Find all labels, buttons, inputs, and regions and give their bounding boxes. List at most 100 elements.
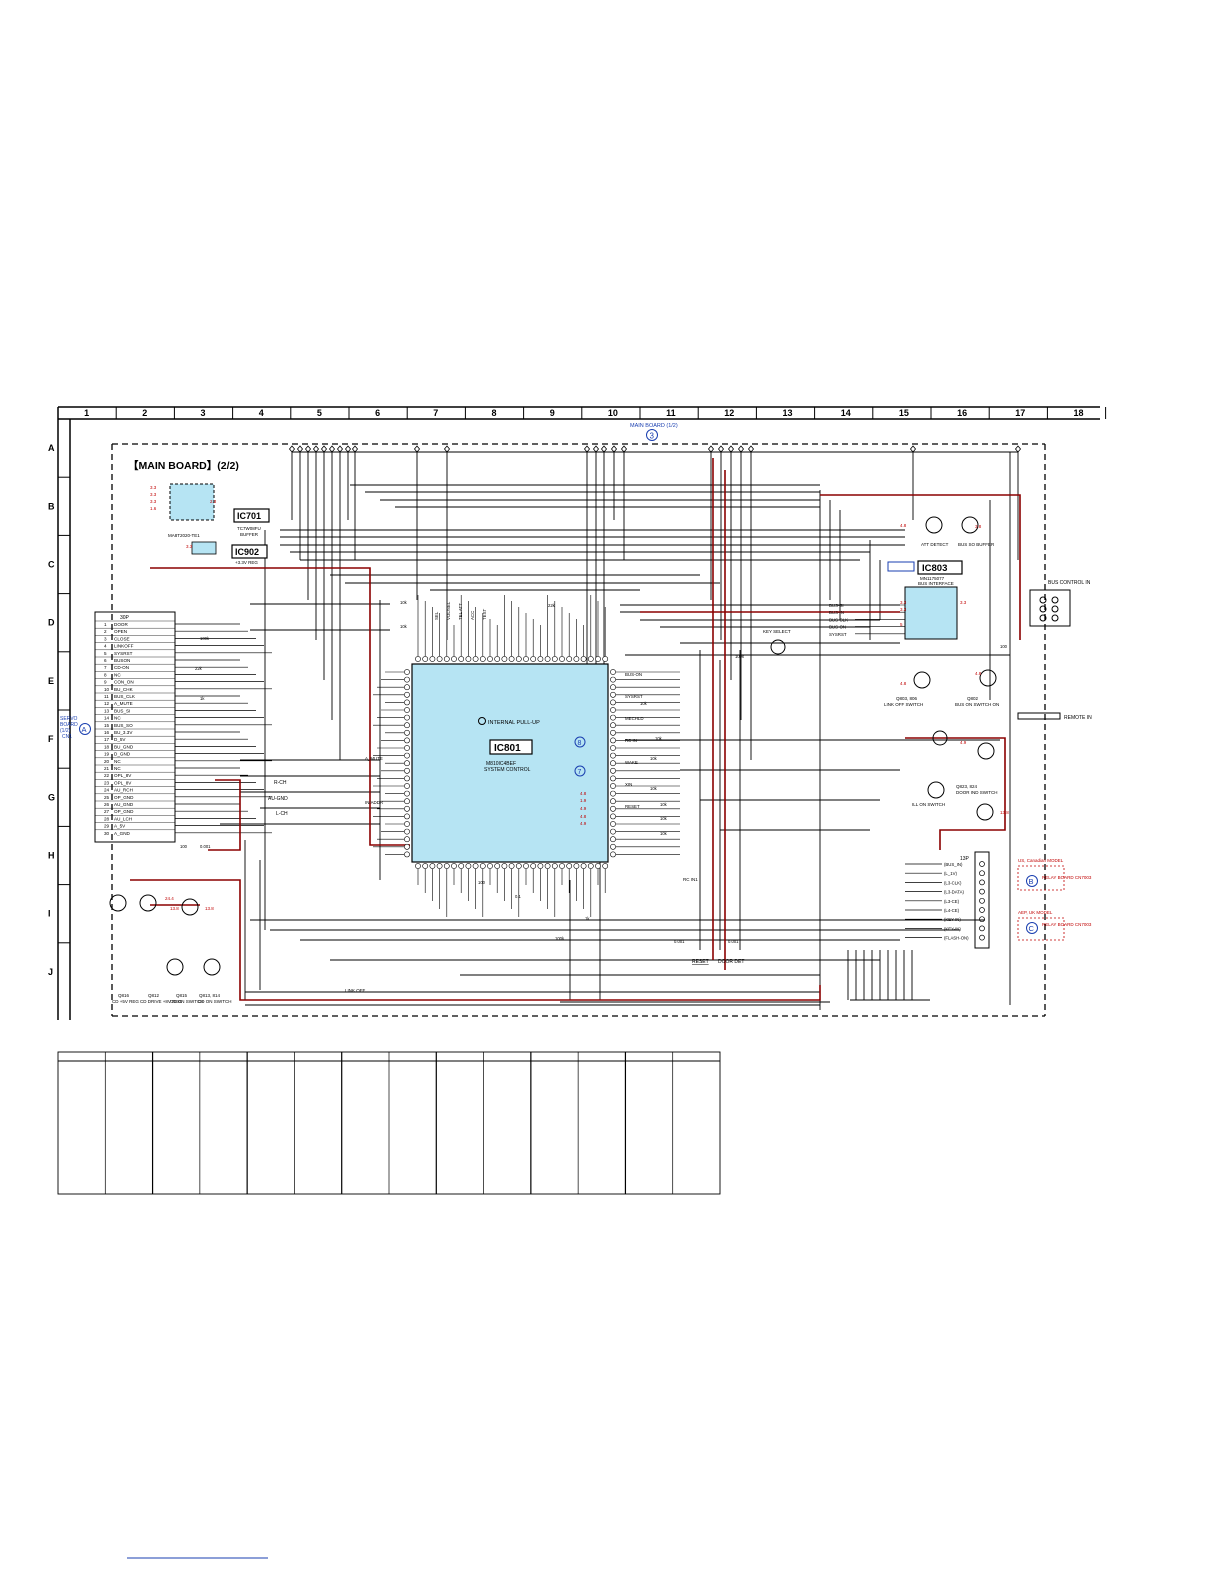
row-label: B — [48, 501, 55, 511]
ic801-net-label: SEL — [434, 611, 439, 620]
column-label: 17 — [1015, 408, 1025, 418]
svg-text:DOOR DET: DOOR DET — [718, 959, 744, 965]
ic801-note: INTERNAL PULL-UP — [488, 720, 540, 726]
ic801-net-label: TEL ATT — [458, 603, 463, 620]
component-value: 10k — [660, 802, 668, 807]
column-label: 16 — [957, 408, 967, 418]
connector-pin-name: A_5V — [114, 824, 126, 829]
connector-left-header: 30P — [120, 615, 130, 621]
svg-text:Q823, 824: Q823, 824 — [956, 784, 978, 789]
voltage-annotation: 13.8 — [1000, 810, 1009, 815]
remote-in-jack: REMOTE IN — [1017, 712, 1092, 721]
column-label: 8 — [492, 408, 497, 418]
connector-pin-number: 10 — [104, 687, 110, 692]
connector-pin-number: 9 — [104, 680, 107, 685]
voltage-annotation: 3.3 — [960, 600, 967, 605]
svg-text:AEP, UK MODEL: AEP, UK MODEL — [1018, 910, 1053, 915]
column-label: 7 — [433, 408, 438, 418]
bottom-left-transistors: Q816 CD +5V REG Q812 CD DRIVE +8V REG Q8… — [109, 894, 232, 1004]
servo-ref-letter: A — [82, 725, 87, 734]
ic801-net-label: WAKE — [625, 760, 638, 765]
row-label: J — [48, 967, 53, 977]
connector-pin-name: BUS_SI — [114, 708, 130, 713]
svg-text:BUS CONTROL IN: BUS CONTROL IN — [1048, 580, 1091, 586]
ic803-pin-label: BUS-IN — [829, 610, 844, 615]
connector-pin-number: 4 — [104, 644, 107, 649]
svg-text:B: B — [1029, 877, 1034, 886]
connector-pin-number: 24 — [104, 788, 110, 793]
ic803-ref: IC803 — [922, 563, 947, 574]
connector-pin-name: CON_ON — [114, 680, 134, 685]
connector-pin-name: SYSRST — [114, 651, 133, 656]
svg-text:CD +5V REG: CD +5V REG — [112, 999, 139, 1004]
component-value: 10k — [655, 736, 663, 741]
component-value: 0.001 — [674, 939, 685, 944]
svg-text:8: 8 — [578, 740, 582, 747]
voltage-annotation: 3.3 — [900, 607, 907, 612]
voltage-annotation: 3.3 — [186, 544, 193, 549]
component-value: 10k — [660, 816, 668, 821]
svg-text:DOOR IND SWITCH: DOOR IND SWITCH — [956, 790, 998, 795]
component-value: 100 — [1000, 644, 1008, 649]
component-value: 1k — [585, 916, 590, 921]
connector-pin-name: CD-ON — [114, 665, 129, 670]
voltage-annotation: 3.8 — [975, 524, 982, 529]
voltage-annotation: 24.4 — [165, 896, 174, 901]
column-label: 1 — [84, 408, 89, 418]
column-label: 18 — [1074, 408, 1084, 418]
servo-ref-circle — [79, 723, 91, 735]
column-label: 3 — [201, 408, 206, 418]
row-label: H — [48, 851, 55, 861]
ic803-pin-label: SYSRST — [829, 632, 847, 637]
ic902-ref: IC902 — [235, 547, 259, 557]
connector-pin-number: 3 — [104, 636, 107, 641]
connector-right-pin: (FLASH-ON) — [944, 936, 969, 941]
ic803-pin-label: BUS-CLK — [829, 617, 848, 622]
relay-c-box — [1017, 917, 1065, 941]
ic801-net-label: ACC — [470, 611, 475, 620]
ic801-net-label: IN/ADDR — [365, 800, 383, 805]
voltage-annotation: 13.8 — [170, 906, 179, 911]
connector-pin-name: NC — [114, 716, 121, 721]
ic801-net-label: SYSRST — [625, 694, 643, 699]
row-label: F — [48, 734, 54, 744]
connector-pin-name: AU_LCH — [114, 816, 132, 821]
connector-right-pin: (L_1V) — [944, 871, 957, 876]
ic801-part: M810IC4BEF — [486, 761, 516, 767]
connector-pin-number: 23 — [104, 780, 110, 785]
column-label: 15 — [899, 408, 909, 418]
connector-pin-name: OPL_8V — [114, 780, 132, 785]
svg-text:RESET: RESET — [692, 959, 709, 965]
svg-text:CD ON SWITCH: CD ON SWITCH — [198, 999, 232, 1004]
connector-pin-number: 18 — [104, 744, 110, 749]
ic801-ref: IC801 — [494, 743, 521, 754]
svg-text:ATT DETECT: ATT DETECT — [921, 542, 949, 547]
connector-pin-number: 2 — [104, 629, 107, 634]
ic803-desc: BUS INTERFACE — [918, 581, 954, 586]
svg-text:(1/2): (1/2) — [60, 728, 71, 734]
connector-pin-number: 19 — [104, 752, 110, 757]
connector-pin-name: BUS_CLK — [114, 694, 136, 699]
row-label: C — [48, 560, 55, 570]
connector-pin-number: 15 — [104, 723, 110, 728]
svg-text:LINK OFF: LINK OFF — [345, 988, 366, 993]
ic701-desc: BUFFER — [240, 532, 259, 537]
rch-label: R-CH — [274, 780, 287, 786]
connector-pin-number: 11 — [104, 694, 109, 699]
ic801-net-label: BUS-ON — [625, 672, 642, 677]
ic801-net-label: XIN — [625, 782, 632, 787]
component-value: 0.001 — [728, 939, 739, 944]
component-value: 100 — [180, 844, 188, 849]
connector-pin-name: BUSON — [114, 658, 130, 663]
svg-text:RC IN1: RC IN1 — [683, 877, 698, 882]
voltage-annotation: 4.9 — [960, 740, 967, 745]
svg-text:13P: 13P — [960, 856, 970, 862]
component-value: 100k — [555, 936, 565, 941]
connector-pin-name: NC — [114, 766, 121, 771]
component-value: 0.001 — [200, 844, 211, 849]
column-label: 13 — [783, 408, 793, 418]
ic801-net-label: RESET — [625, 804, 640, 809]
svg-text:RELAY BOARD CN7003: RELAY BOARD CN7003 — [1042, 922, 1092, 927]
svg-text:BOARD: BOARD — [60, 722, 78, 728]
